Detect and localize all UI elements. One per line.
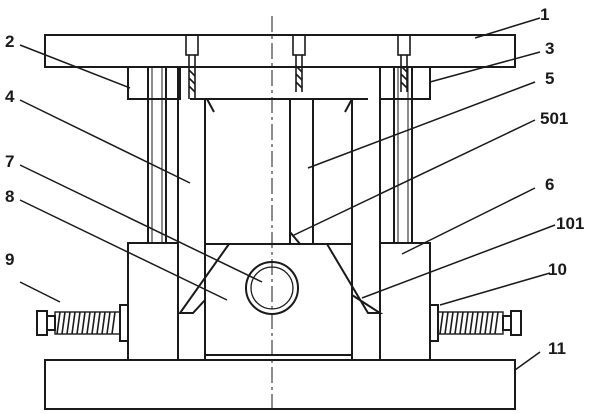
right-top-bolt bbox=[397, 34, 411, 92]
right-wedge bbox=[326, 243, 384, 314]
left-spring-assembly bbox=[36, 304, 129, 342]
base-plate bbox=[44, 359, 516, 410]
center-punch bbox=[204, 98, 353, 245]
label-7: 7 bbox=[5, 152, 14, 171]
left-guide-post bbox=[147, 67, 167, 243]
left-wedge bbox=[178, 243, 230, 314]
label-2: 2 bbox=[5, 32, 14, 51]
label-501: 501 bbox=[540, 109, 568, 128]
label-1: 1 bbox=[540, 5, 549, 24]
center-top-bolt bbox=[292, 34, 306, 92]
label-3: 3 bbox=[545, 39, 554, 58]
left-side-block bbox=[127, 242, 179, 361]
right-guide-post bbox=[393, 67, 413, 243]
label-4: 4 bbox=[5, 87, 15, 106]
label-6: 6 bbox=[545, 175, 554, 194]
label-5: 5 bbox=[545, 69, 554, 88]
right-slide-column bbox=[344, 98, 381, 360]
left-top-bolt bbox=[185, 34, 199, 99]
label-9: 9 bbox=[5, 250, 14, 269]
leader-lines bbox=[19, 17, 556, 371]
label-10: 10 bbox=[548, 260, 567, 279]
label-8: 8 bbox=[5, 187, 14, 206]
label-11: 11 bbox=[548, 339, 566, 358]
punch-tip bbox=[289, 229, 301, 245]
right-spring-assembly bbox=[429, 304, 522, 342]
top-plate bbox=[44, 34, 516, 68]
left-slide-column bbox=[177, 67, 215, 360]
right-side-block bbox=[379, 242, 431, 361]
label-101: 101 bbox=[556, 214, 584, 233]
part-labels: 1 2 3 4 5 501 6 7 8 101 9 10 11 bbox=[5, 5, 584, 358]
left-upper-block bbox=[127, 66, 181, 100]
right-upper-block bbox=[379, 66, 431, 100]
